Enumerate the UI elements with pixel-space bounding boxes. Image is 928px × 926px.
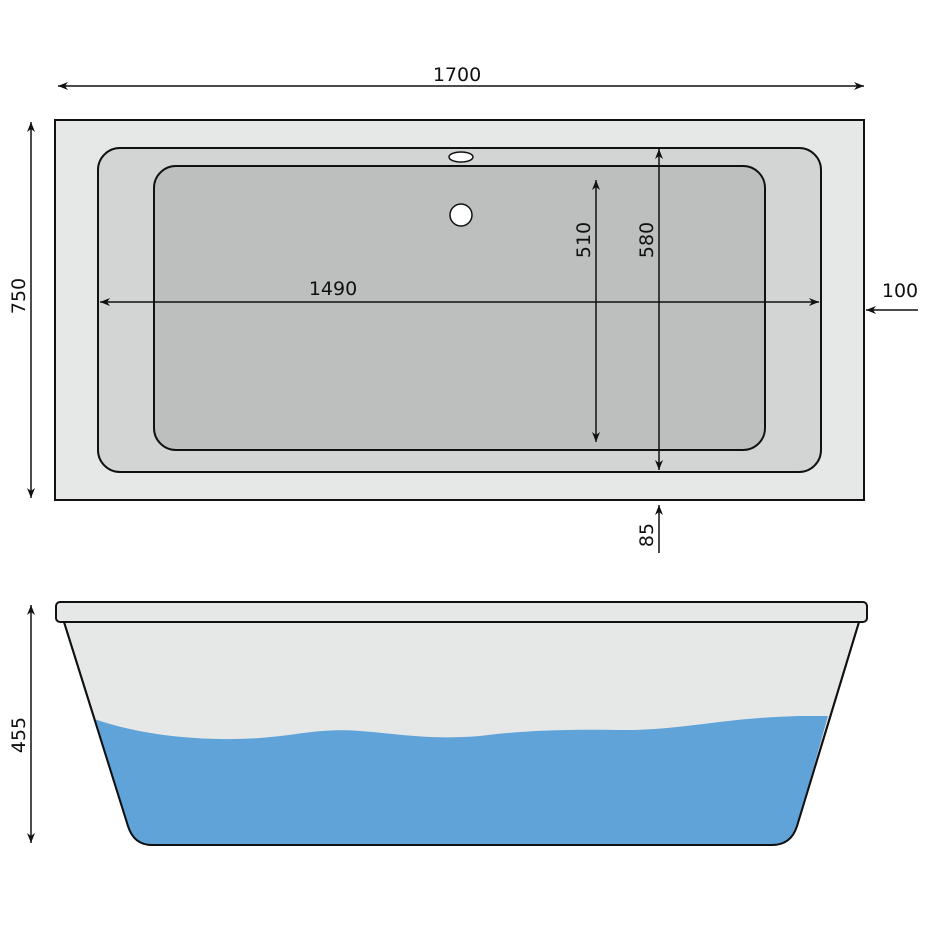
top-view (54, 119, 865, 501)
tub-rim-side (55, 601, 868, 623)
basin-floor-outline (153, 165, 766, 451)
height-label: 455 (8, 717, 30, 753)
width-label: 750 (8, 278, 30, 314)
side-view (55, 601, 868, 846)
overflow-icon (448, 151, 474, 163)
rim-end-label: 85 (636, 523, 658, 547)
inner-width-bottom-label: 510 (573, 222, 595, 258)
length-label: 1700 (433, 64, 481, 86)
inner-length-label: 1490 (309, 278, 357, 300)
drain-icon (449, 203, 473, 227)
water-fill (94, 716, 828, 845)
inner-width-top-label: 580 (636, 222, 658, 258)
rim-side-label: 100 (882, 280, 918, 302)
